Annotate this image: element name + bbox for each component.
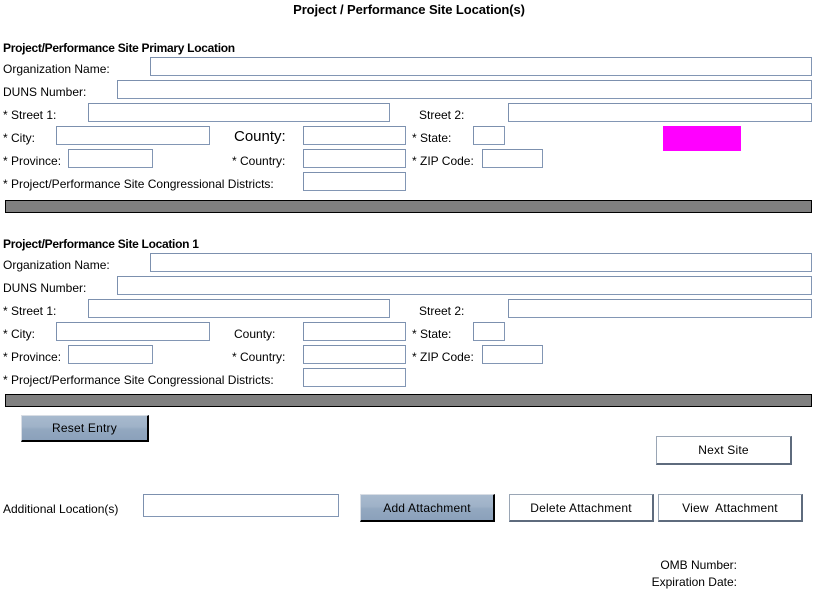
- primary-duns-number-input[interactable]: [117, 80, 812, 99]
- reset-entry-button[interactable]: Reset Entry: [21, 415, 149, 442]
- location1-country-input[interactable]: [303, 345, 406, 364]
- primary-country-label: * Country:: [232, 154, 286, 168]
- location1-duns-number-input[interactable]: [117, 276, 812, 295]
- expiration-date-label: Expiration Date:: [651, 575, 737, 589]
- primary-zip-label: * ZIP Code:: [412, 154, 474, 168]
- location1-province-input[interactable]: [68, 345, 153, 364]
- primary-districts-input[interactable]: [303, 172, 406, 191]
- primary-location-heading: Project/Performance Site Primary Locatio…: [3, 41, 235, 55]
- primary-province-input[interactable]: [68, 149, 153, 168]
- additional-locations-input[interactable]: [143, 494, 339, 517]
- location1-districts-input[interactable]: [303, 368, 406, 387]
- primary-province-label: * Province:: [3, 154, 62, 168]
- location1-organization-name-input[interactable]: [150, 253, 812, 272]
- page-title: Project / Performance Site Location(s): [293, 2, 525, 17]
- primary-country-input[interactable]: [303, 149, 406, 168]
- primary-state-input[interactable]: [473, 126, 505, 145]
- location1-state-label: * State:: [412, 327, 452, 341]
- location1-country-label: * Country:: [232, 350, 286, 364]
- location1-organization-name-label: Organization Name:: [3, 258, 110, 272]
- additional-locations-label: Additional Location(s): [3, 502, 119, 516]
- primary-city-label: * City:: [3, 131, 36, 145]
- omb-number-label: OMB Number:: [660, 558, 737, 572]
- primary-zip-input[interactable]: [482, 149, 543, 168]
- add-attachment-button[interactable]: Add Attachment: [360, 494, 495, 522]
- primary-duns-number-label: DUNS Number:: [3, 85, 87, 99]
- location1-zip-label: * ZIP Code:: [412, 350, 474, 364]
- location1-zip-input[interactable]: [482, 345, 543, 364]
- primary-state-label: * State:: [412, 131, 452, 145]
- primary-organization-name-label: Organization Name:: [3, 62, 110, 76]
- view-attachment-button[interactable]: View Attachment: [658, 494, 803, 522]
- primary-street2-label: Street 2:: [419, 108, 465, 122]
- primary-county-label: County:: [234, 128, 286, 145]
- next-site-button[interactable]: Next Site: [656, 436, 792, 465]
- section-separator-1: [5, 200, 812, 213]
- primary-county-input[interactable]: [303, 126, 406, 145]
- primary-street2-input[interactable]: [508, 103, 812, 122]
- location1-county-label: County:: [234, 327, 276, 341]
- location1-city-input[interactable]: [56, 322, 210, 341]
- primary-districts-label: * Project/Performance Site Congressional…: [3, 177, 274, 191]
- location1-duns-number-label: DUNS Number:: [3, 281, 87, 295]
- location1-heading: Project/Performance Site Location 1: [3, 237, 199, 251]
- location1-street1-input[interactable]: [88, 299, 390, 318]
- primary-street1-input[interactable]: [88, 103, 390, 122]
- primary-street1-label: * Street 1:: [3, 108, 57, 122]
- primary-city-input[interactable]: [56, 126, 210, 145]
- location1-county-input[interactable]: [303, 322, 406, 341]
- highlight-block: [663, 126, 741, 151]
- location1-districts-label: * Project/Performance Site Congressional…: [3, 373, 274, 387]
- location1-province-label: * Province:: [3, 350, 62, 364]
- location1-street1-label: * Street 1:: [3, 304, 57, 318]
- delete-attachment-button[interactable]: Delete Attachment: [509, 494, 654, 522]
- location1-city-label: * City:: [3, 327, 36, 341]
- location1-street2-input[interactable]: [508, 299, 812, 318]
- primary-organization-name-input[interactable]: [150, 57, 812, 76]
- location1-street2-label: Street 2:: [419, 304, 465, 318]
- section-separator-2: [5, 394, 812, 407]
- location1-state-input[interactable]: [473, 322, 505, 341]
